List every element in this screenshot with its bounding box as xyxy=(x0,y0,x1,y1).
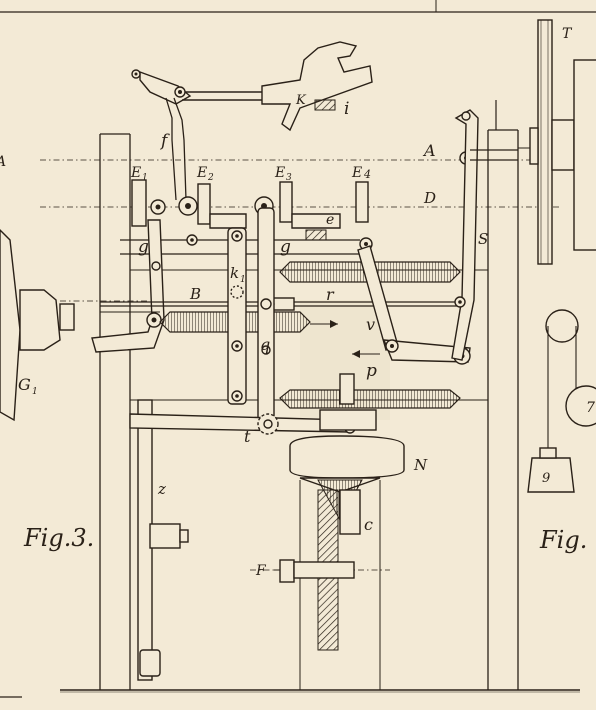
label-p: p xyxy=(366,361,377,381)
label-f: f xyxy=(159,131,170,151)
right-edge-weight xyxy=(527,309,596,493)
label-e2-sub: 2 xyxy=(207,173,214,183)
label-edge-left: A xyxy=(0,154,6,170)
lever-s xyxy=(451,109,518,361)
left-edge-g1 xyxy=(0,229,75,422)
label-v: v xyxy=(366,315,375,334)
label-b: B xyxy=(189,285,201,303)
label-e: e xyxy=(326,212,334,228)
label-g-mid: g xyxy=(280,237,291,257)
lever-t-shaft-z xyxy=(129,399,356,681)
label-e4: E xyxy=(351,165,362,181)
caption-fig-right: Fig. xyxy=(539,526,587,554)
motion-arrows xyxy=(310,320,380,358)
label-weight: 9 xyxy=(542,471,550,486)
vertical-links xyxy=(227,207,275,423)
label-k1: k xyxy=(230,264,239,282)
label-e1: E xyxy=(130,165,141,181)
left-bent-lever xyxy=(91,219,165,353)
label-g1-sub: 1 xyxy=(32,387,38,397)
label-d: D xyxy=(423,189,436,207)
label-e4-sub: 4 xyxy=(363,168,371,181)
label-e2: E xyxy=(196,165,207,181)
label-k1-sub: 1 xyxy=(240,275,246,285)
label-c: c xyxy=(364,515,373,534)
label-n: N xyxy=(413,456,428,474)
cone-n-spindle xyxy=(289,373,405,651)
label-t-pulley: T xyxy=(562,26,573,42)
figure-captions: Fig.3. Fig. xyxy=(23,524,587,554)
pulley-t xyxy=(518,19,596,265)
label-z: z xyxy=(157,480,166,498)
label-i: i xyxy=(344,99,349,119)
label-q: q xyxy=(260,335,270,354)
label-a: A xyxy=(422,141,436,160)
label-k: K xyxy=(295,93,307,108)
label-e1-sub: 1 xyxy=(142,173,148,183)
label-t-lever: t xyxy=(244,427,251,446)
caption-fig3: Fig.3. xyxy=(23,524,94,552)
label-wheel: 7 xyxy=(586,400,595,416)
shaft-f xyxy=(274,559,355,583)
label-g1: G xyxy=(18,375,31,394)
label-f-shaft: F xyxy=(255,563,267,579)
label-s: S xyxy=(478,230,488,248)
label-g-left: g xyxy=(138,237,149,257)
machine-frame xyxy=(99,100,519,690)
label-e3-sub: 3 xyxy=(286,173,292,183)
part-labels: A D E 1 E 2 E 3 E 4 K i f g g e k 1 B r … xyxy=(0,26,595,579)
top-lever-assembly xyxy=(131,41,373,201)
label-e3: E xyxy=(274,165,285,181)
label-r: r xyxy=(326,285,335,304)
